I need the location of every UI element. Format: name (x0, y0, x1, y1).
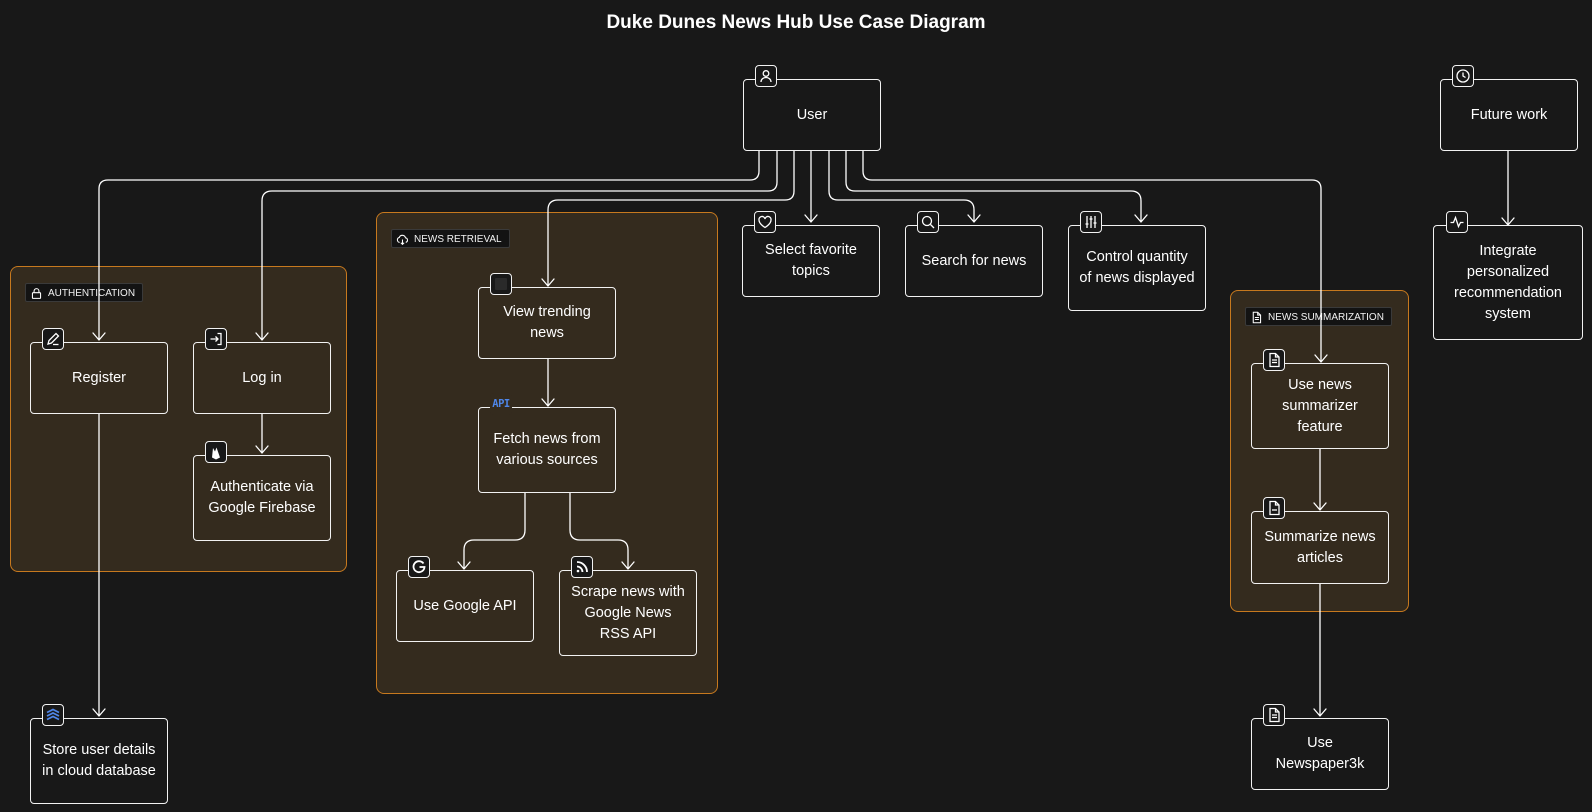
edge-fetch-google (463, 491, 526, 569)
newspaper3k-label: Use Newspaper3k (1275, 735, 1365, 772)
edge-user-view-trending (547, 151, 795, 286)
arrowhead (967, 214, 981, 223)
scrape-news-label: Scrape news with Google News RSS API (571, 583, 685, 642)
summarize-articles-node[interactable]: Summarize news articles (1251, 511, 1389, 584)
fetch-news-label: Fetch news from various sources (493, 431, 601, 468)
authenticate-node[interactable]: Authenticate via Google Firebase (193, 455, 331, 541)
future-work-label: Future work (1470, 106, 1548, 123)
newspaper3k-node[interactable]: Use Newspaper3k (1251, 718, 1389, 790)
edge-user-control (845, 151, 1142, 222)
store-user-node[interactable]: Store user details in cloud database (30, 718, 168, 804)
arrowhead (92, 332, 106, 341)
news-retrieval-group-label: NEWS RETRIEVAL (391, 229, 510, 248)
arrowhead (804, 214, 818, 223)
arrowhead (541, 398, 555, 407)
heart-icon (754, 211, 776, 233)
fetch-news-node[interactable]: Fetch news from various sources (478, 407, 616, 493)
log-in-icon (205, 328, 227, 350)
activity-icon (1446, 211, 1468, 233)
diagram-title: Duke Dunes News Hub Use Case Diagram (606, 12, 986, 33)
control-quantity-node[interactable]: Control quantity of news displayed (1068, 225, 1206, 311)
news-summarization-group-label: NEWS SUMMARIZATION (1245, 307, 1392, 326)
clock-icon (1452, 65, 1474, 87)
use-summarizer-node[interactable]: Use news summarizer feature (1251, 363, 1389, 449)
user-node[interactable]: User (743, 79, 881, 151)
integrate-node[interactable]: Integrate personalized recommendation sy… (1433, 225, 1583, 340)
arrowhead (1314, 354, 1328, 363)
authentication-group-label: AUTHENTICATION (25, 283, 144, 302)
api-icon-text: API (492, 398, 510, 410)
use-summarizer-label: Use news summarizer feature (1282, 376, 1358, 435)
sliders-icon (1080, 211, 1102, 233)
document-icon (1263, 349, 1285, 371)
search-news-node[interactable]: Search for news (905, 225, 1043, 297)
document-icon (1263, 497, 1285, 519)
edge-user-search (828, 151, 975, 222)
arrowhead (1134, 214, 1148, 223)
arrowhead (1313, 502, 1327, 511)
google-icon (408, 556, 430, 578)
search-icon (917, 211, 939, 233)
cloud-database-icon (42, 704, 64, 726)
edge-user-summarizer (862, 151, 1322, 362)
edge-user-login (261, 151, 778, 340)
news-summarization-label-text: NEWS SUMMARIZATION (1268, 312, 1384, 323)
control-quantity-label: Control quantity of news displayed (1079, 249, 1195, 286)
document-icon (1263, 704, 1285, 726)
api-icon: API (490, 393, 512, 415)
log-in-label: Log in (242, 369, 282, 386)
integrate-label: Integrate personalized recommendation sy… (1454, 242, 1562, 322)
future-work-node[interactable]: Future work (1440, 79, 1578, 151)
arrowhead (255, 332, 269, 341)
log-in-node[interactable]: Log in (193, 342, 331, 414)
scrape-news-node[interactable]: Scrape news with Google News RSS API (559, 570, 697, 656)
user-label: User (796, 106, 828, 123)
view-trending-label: View trending news (503, 304, 591, 341)
select-topics-node[interactable]: Select favorite topics (742, 225, 880, 297)
arrowhead (621, 561, 635, 570)
authentication-label-text: AUTHENTICATION (48, 288, 136, 299)
summarize-articles-label: Summarize news articles (1264, 528, 1376, 566)
edge-fetch-scrape (569, 491, 629, 569)
cloud-download-icon (396, 234, 409, 246)
arrowhead (255, 445, 269, 454)
lock-icon (31, 288, 42, 299)
news-retrieval-label-text: NEWS RETRIEVAL (414, 234, 502, 245)
arrowhead (92, 708, 106, 717)
select-topics-label: Select favorite topics (765, 242, 857, 279)
rss-icon (571, 556, 593, 578)
pencil-icon (42, 328, 64, 350)
firebase-icon (205, 441, 227, 463)
store-user-label: Store user details in cloud database (42, 742, 156, 779)
view-trending-node[interactable]: View trending news (478, 287, 616, 359)
document-icon (1252, 311, 1262, 324)
google-api-node[interactable]: Use Google API (396, 570, 534, 642)
arrowhead (457, 561, 471, 570)
edge-user-register (98, 151, 760, 340)
square-icon (490, 273, 512, 295)
register-label: Register (72, 369, 126, 386)
google-api-label: Use Google API (413, 597, 517, 614)
arrowhead (1313, 708, 1327, 717)
search-news-label: Search for news (921, 252, 1027, 269)
arrowhead (541, 278, 555, 287)
authenticate-label: Authenticate via Google Firebase (208, 479, 316, 516)
register-node[interactable]: Register (30, 342, 168, 414)
user-icon (755, 65, 777, 87)
